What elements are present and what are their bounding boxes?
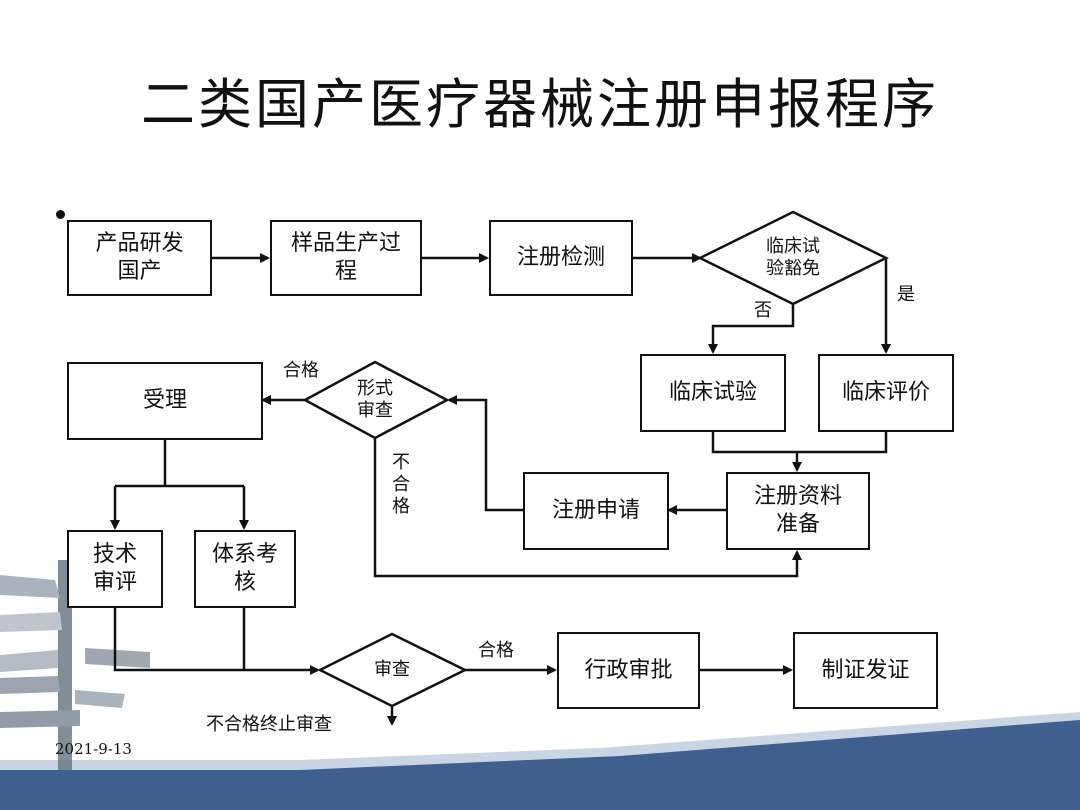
- node-technical-review: 技术 审评: [67, 530, 163, 608]
- node-registration-test: 注册检测: [489, 220, 633, 296]
- node-clinical-exempt-text: 临床试 验豁免: [766, 236, 820, 279]
- signpost-image: [0, 560, 150, 770]
- review-diamond: [317, 632, 468, 708]
- node-review-text: 审查: [374, 659, 410, 680]
- slide-date: 2021-9-13: [55, 740, 132, 758]
- node-issue-certificate: 制证发证: [793, 632, 938, 709]
- node-registration-apply: 注册申请: [523, 472, 669, 550]
- node-sample-production: 样品生产过 程: [270, 220, 422, 296]
- node-product-dev: 产品研发 国产: [67, 220, 212, 296]
- node-system-audit: 体系考 核: [194, 530, 296, 608]
- bullet-dot: [56, 210, 65, 219]
- node-admin-approval: 行政审批: [557, 632, 700, 709]
- formal-review-diamond: [302, 360, 450, 440]
- label-terminate-review: 不合格终止审查: [206, 714, 332, 735]
- label-pass-top: 合格: [283, 360, 319, 381]
- node-clinical-trial: 临床试验: [640, 354, 786, 432]
- clinical-exempt-diamond: [697, 210, 889, 306]
- label-yes: 是: [897, 284, 915, 305]
- label-no: 否: [754, 300, 772, 321]
- node-registration-docs: 注册资料 准备: [726, 472, 870, 550]
- node-clinical-evaluation: 临床评价: [818, 354, 954, 432]
- label-pass-bottom: 合格: [478, 640, 514, 661]
- page-title: 二类国产医疗器械注册申报程序: [141, 73, 939, 136]
- label-fail-vertical: 不 合 格: [392, 452, 410, 517]
- node-accept: 受理: [67, 362, 263, 440]
- node-formal-review-text: 形式 审查: [357, 378, 393, 421]
